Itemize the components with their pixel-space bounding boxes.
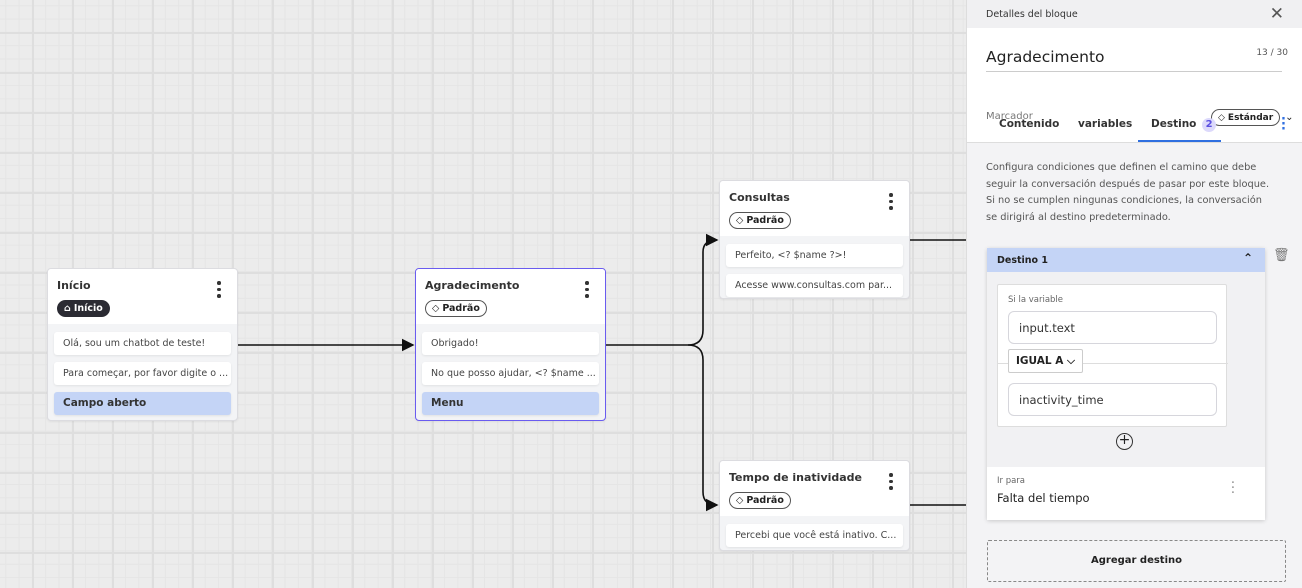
- marker-label: Marcador: [986, 111, 1033, 122]
- more-icon[interactable]: [217, 281, 221, 298]
- destino-header[interactable]: Destino 1 ⌃: [987, 248, 1265, 272]
- more-icon[interactable]: ···: [1281, 112, 1286, 137]
- destino-description: Configura condiciones que definen el cam…: [986, 162, 1270, 223]
- node-consultas[interactable]: Consultas ◇Padrão Perfeito, <? $name ?>!…: [719, 180, 910, 299]
- more-icon[interactable]: [889, 193, 893, 210]
- node-title: Consultas: [729, 191, 790, 204]
- goto-value: Falta del tiempo: [997, 491, 1090, 505]
- variable-input[interactable]: input.text: [1008, 311, 1217, 344]
- node-title: Início: [57, 279, 91, 292]
- message-item[interactable]: Olá, sou um chatbot de teste!: [54, 332, 231, 355]
- message-item[interactable]: Perfeito, <? $name ?>!: [726, 244, 903, 267]
- node-title: Tempo de inatividade: [729, 471, 863, 484]
- marker-select[interactable]: ◇Estándar ⌄: [1211, 109, 1294, 126]
- input-item[interactable]: Campo aberto: [54, 392, 231, 415]
- chevron-up-icon[interactable]: ⌃: [1242, 251, 1253, 265]
- more-icon[interactable]: ···: [1230, 476, 1235, 501]
- tag-icon: ◇: [736, 495, 744, 506]
- home-icon: ⌂: [64, 303, 71, 314]
- goto-section[interactable]: Ir para Falta del tiempo ···: [987, 467, 1265, 520]
- tab-variables[interactable]: variables: [1078, 118, 1133, 130]
- condition-box: Si la variable input.text IGUAL A ⌵ inac…: [997, 284, 1228, 427]
- connections: [238, 233, 966, 512]
- close-icon[interactable]: ✕: [1269, 4, 1284, 24]
- input-item[interactable]: Menu: [422, 392, 599, 415]
- message-item[interactable]: Para começar, por favor digite o ...: [54, 362, 231, 385]
- destino-count-badge: 2: [1202, 118, 1217, 132]
- chevron-down-icon: ⌵: [1066, 355, 1075, 367]
- node-title: Agradecimento: [425, 279, 520, 292]
- node-inicio[interactable]: Início ⌂Início Olá, sou um chatbot de te…: [47, 268, 238, 421]
- marker-tag: ◇Padrão: [425, 300, 487, 317]
- message-item[interactable]: Obrigado!: [422, 332, 599, 355]
- chevron-down-icon: ⌄: [1285, 112, 1294, 123]
- tab-destino[interactable]: Destino 2: [1151, 118, 1217, 132]
- edge-agradecimento-tempo: [687, 344, 719, 512]
- block-name-input[interactable]: Agradecimento: [986, 48, 1282, 72]
- value-input[interactable]: inactivity_time: [1008, 383, 1217, 416]
- block-details-panel: Detalles del bloque ✕ Agradecimento 13 /…: [966, 0, 1302, 588]
- trash-icon[interactable]: 🗑: [1273, 248, 1290, 263]
- add-condition-icon[interactable]: +: [1116, 433, 1133, 450]
- more-icon[interactable]: [889, 473, 893, 490]
- more-icon[interactable]: [585, 281, 589, 298]
- marker-tag: ◇Padrão: [729, 492, 791, 509]
- node-tempo-de-inatividade[interactable]: Tempo de inatividade ◇Padrão Percebi que…: [719, 460, 910, 551]
- start-tag: ⌂Início: [57, 300, 110, 317]
- add-destino-button[interactable]: Agregar destino: [987, 540, 1286, 582]
- tag-icon: ◇: [1218, 112, 1225, 123]
- active-tab-underline: [1138, 140, 1221, 142]
- marker-tag: ◇Padrão: [729, 212, 791, 229]
- message-item[interactable]: Percebi que você está inativo. C...: [726, 524, 903, 547]
- variable-label: Si la variable: [1008, 295, 1064, 305]
- operator-select[interactable]: IGUAL A ⌵: [1008, 349, 1083, 373]
- tab-contenido[interactable]: Contenido: [999, 118, 1060, 130]
- panel-header: Detalles del bloque: [986, 9, 1078, 20]
- goto-label: Ir para: [997, 476, 1026, 486]
- message-item[interactable]: No que posso ajudar, <? $name ...: [422, 362, 599, 385]
- destino-card: Destino 1 ⌃ Si la variable input.text IG…: [987, 248, 1265, 520]
- char-counter: 13 / 30: [1256, 48, 1288, 58]
- tag-icon: ◇: [736, 215, 744, 226]
- tag-icon: ◇: [432, 303, 440, 314]
- node-agradecimento[interactable]: Agradecimento ◇Padrão Obrigado! No que p…: [415, 268, 606, 421]
- edge-agradecimento-consultas: [606, 233, 719, 346]
- message-item[interactable]: Acesse www.consultas.com par...: [726, 274, 903, 297]
